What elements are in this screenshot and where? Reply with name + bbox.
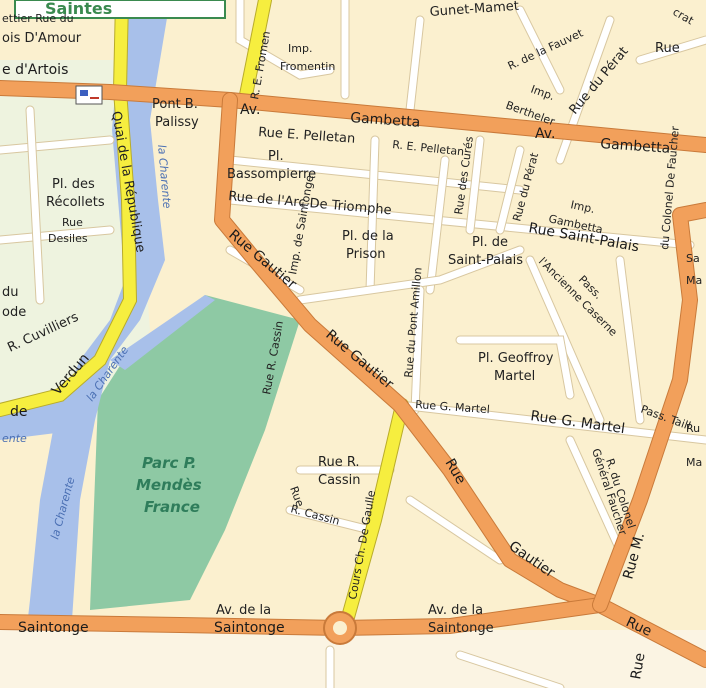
label-pl-saint-palais: Pl. de xyxy=(472,235,508,250)
river-branch xyxy=(110,295,215,370)
post-office-icon xyxy=(75,85,103,105)
label-pl-bassompierre-2: Bassompierre xyxy=(227,167,316,182)
label-pl-prison: Pl. de la xyxy=(342,229,394,244)
label-pl-recollets-2: Récollets xyxy=(46,195,105,210)
label-pl-saint-palais-2: Saint-Palais xyxy=(448,253,523,268)
label-la-charente-1: la Charente xyxy=(155,144,174,209)
label-rue-r-cassin-2b: Cassin xyxy=(318,473,360,488)
label-rue-desiles-2: Desiles xyxy=(48,232,88,245)
label-du-left: du xyxy=(2,285,19,300)
city-sign xyxy=(14,0,226,19)
label-imp-fromentin: Imp. xyxy=(288,42,312,55)
label-de-left: de xyxy=(10,404,28,420)
label-av-gambetta-1: Av. xyxy=(240,102,260,118)
label-av-saintonge-2b: Saintonge xyxy=(428,621,494,636)
city-sign-text: Saintes xyxy=(45,0,112,18)
label-pl-prison-2: Prison xyxy=(346,247,386,262)
label-pl-geoffroy-2: Martel xyxy=(494,369,535,384)
roundabout-center xyxy=(333,621,347,635)
label-sa-right: Sa xyxy=(686,252,700,265)
label-pl-bassompierre: Pl. xyxy=(268,149,284,164)
label-av-saintonge-1b: Saintonge xyxy=(214,620,285,636)
label-ru-right: Ru xyxy=(686,422,700,435)
label-gambetta-2: Gambetta xyxy=(600,136,671,157)
label-av-saintonge-1: Av. de la xyxy=(216,603,271,618)
label-saintonge-left: Saintonge xyxy=(18,620,89,636)
label-pont-b: Pont B. xyxy=(152,97,198,112)
label-ente-left: ente xyxy=(2,432,27,445)
label-pl-geoffroy: Pl. Geoffroy xyxy=(478,351,554,366)
label-rue-g-martel-1: Rue G. Martel xyxy=(415,398,491,416)
label-rue-r-cassin-2: Rue R. xyxy=(318,455,360,470)
label-ma-right-2: Ma xyxy=(686,274,702,287)
label-av-gambetta-2: Av. xyxy=(535,126,555,142)
park-area xyxy=(90,295,300,610)
label-palissy: Palissy xyxy=(155,115,199,130)
label-rue-top-right: Rue xyxy=(655,41,680,56)
label-rue-e-pelletan: Rue E. Pelletan xyxy=(258,125,356,147)
label-top-left: ettier Rue du xyxy=(2,12,74,25)
label-rue-desiles: Rue xyxy=(62,216,83,229)
label-imp-gambetta: Imp. xyxy=(569,198,596,216)
label-ode-left: ode xyxy=(2,305,26,320)
label-bois-amour: ois D'Amour xyxy=(2,31,82,46)
label-artois: e d'Artois xyxy=(2,62,68,78)
label-imp-fromentin-2: Fromentin xyxy=(280,60,335,73)
label-av-saintonge-2: Av. de la xyxy=(428,603,483,618)
label-ma-right: Ma xyxy=(686,456,702,469)
label-parc-2: Mendès xyxy=(136,476,202,494)
label-parc-1: Parc P. xyxy=(142,454,197,472)
label-gunet-mamet: Gunet-Mamet xyxy=(429,0,519,20)
label-rue-bottom-2: Rue xyxy=(628,652,648,681)
label-gambetta-1: Gambetta xyxy=(350,110,421,131)
label-pl-recollets: Pl. des xyxy=(52,177,95,192)
label-parc-3: France xyxy=(144,498,200,516)
